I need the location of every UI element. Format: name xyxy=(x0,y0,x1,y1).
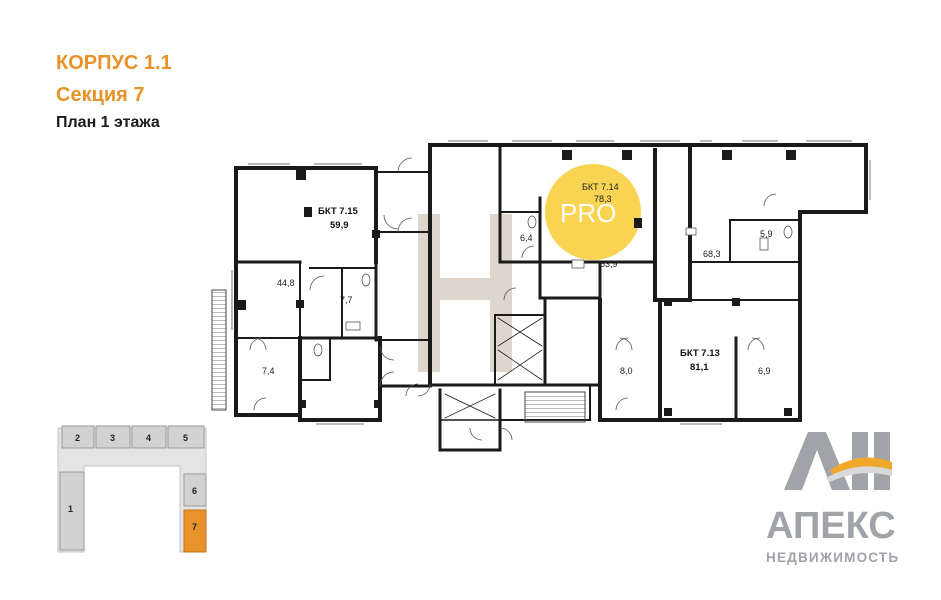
key-section-7-highlighted xyxy=(183,509,207,553)
unit-label-bkt713: БКТ 7.13 xyxy=(680,348,720,359)
section-title: Секция 7 xyxy=(56,84,145,106)
room-area: 44,8 xyxy=(277,278,295,288)
apex-logo: АПЕКС НЕДВИЖИМОСТЬ xyxy=(766,432,899,565)
key-section-4 xyxy=(131,425,167,449)
logo-name: АПЕКС xyxy=(766,505,896,547)
plan-subtitle: План 1 этажа xyxy=(56,114,160,131)
room-area: 7,7 xyxy=(340,295,353,305)
key-section-label: 1 xyxy=(68,504,73,514)
room-area: 5,9 xyxy=(760,229,773,239)
logo-swoosh-light xyxy=(826,466,892,482)
key-section-label: 5 xyxy=(183,433,188,443)
key-section-3 xyxy=(95,425,131,449)
unit-area-bkt713: 81,1 xyxy=(690,362,709,373)
key-section-2 xyxy=(61,425,95,449)
door-swings xyxy=(249,157,777,441)
h-watermark xyxy=(418,214,512,372)
room-area: 8,0 xyxy=(620,366,633,376)
key-section-label: 6 xyxy=(192,486,197,496)
key-section-5 xyxy=(167,425,205,449)
room-area: 63,9 xyxy=(600,259,618,269)
logo-mark-a xyxy=(784,432,850,490)
room-labels: 44,8 7,7 7,4 6,4 63,9 68,3 5,9 8,0 6,9 xyxy=(262,229,773,376)
logo-tagline: НЕДВИЖИМОСТЬ xyxy=(766,550,899,565)
windows xyxy=(231,140,871,425)
key-section-6 xyxy=(183,473,207,507)
sanitary-fixtures xyxy=(313,215,793,357)
key-section-label: 4 xyxy=(146,433,151,443)
room-area: 7,4 xyxy=(262,366,275,376)
unit-area-bkt715: 59,9 xyxy=(330,220,349,231)
key-section-label: 3 xyxy=(110,433,115,443)
key-section-label: 2 xyxy=(75,433,80,443)
key-section-label: 7 xyxy=(192,522,197,532)
pro-badge: PRO xyxy=(545,164,641,260)
unit-label-bkt715: БКТ 7.15 xyxy=(318,206,359,217)
room-area: 6,4 xyxy=(520,233,533,243)
columns xyxy=(238,150,796,416)
unit-labels: БКТ 7.15 59,9 БКТ 7.14 78,3 БКТ 7.13 81,… xyxy=(318,182,720,373)
pro-badge-circle xyxy=(545,164,641,260)
key-plan: 2 3 4 5 1 6 7 xyxy=(57,425,207,553)
walls xyxy=(211,143,868,452)
key-section-1 xyxy=(59,471,85,551)
unit-area-bkt714: 78,3 xyxy=(594,194,612,204)
unit-label-bkt714: БКТ 7.14 xyxy=(582,182,619,192)
building-title: КОРПУС 1.1 xyxy=(56,52,172,74)
room-area: 6,9 xyxy=(758,366,771,376)
pro-badge-text: PRO xyxy=(560,198,616,228)
room-area: 68,3 xyxy=(703,249,721,259)
